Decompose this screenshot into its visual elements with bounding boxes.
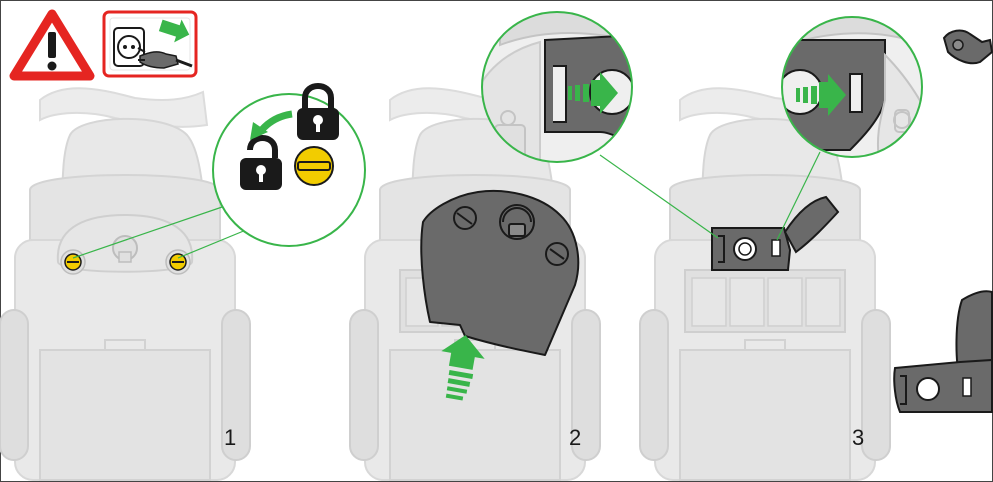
step-number-3: 3 bbox=[852, 427, 864, 449]
screw-right-icon bbox=[170, 254, 186, 270]
screw-unlocked-icon bbox=[295, 147, 333, 185]
step-number-2: 2 bbox=[569, 427, 581, 449]
unplug-socket-icon bbox=[104, 12, 196, 76]
step-number-1: 1 bbox=[224, 427, 236, 449]
filter-grid bbox=[685, 270, 845, 332]
